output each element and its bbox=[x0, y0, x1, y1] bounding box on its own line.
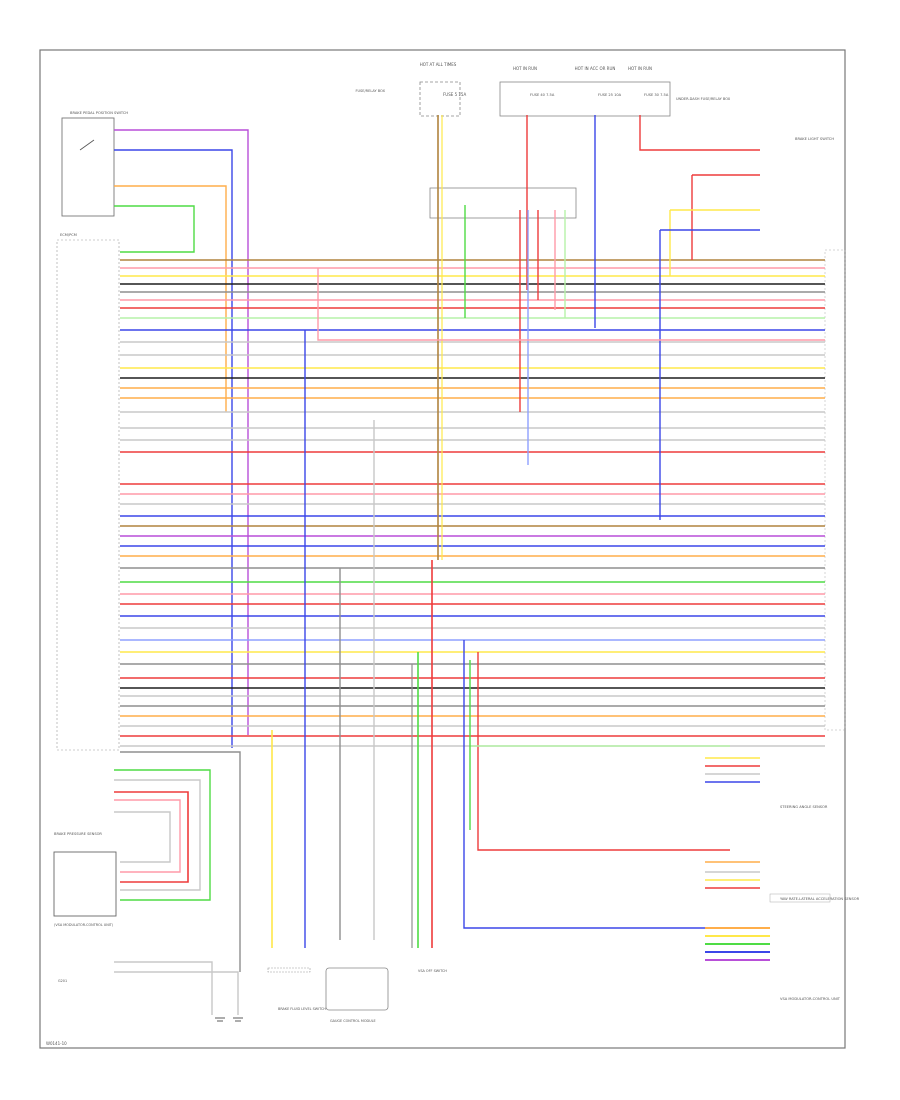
wire-74 bbox=[477, 652, 730, 851]
wire-91 bbox=[114, 769, 211, 901]
wire-75 bbox=[463, 640, 730, 929]
bottom-sensors: BRAKE FLUID LEVEL SWITCH GAUGE CONTROL M… bbox=[267, 967, 447, 1023]
steering-sensor-label: STEERING ANGLE SENSOR bbox=[780, 805, 828, 809]
fuse-right-hot-label-1: HOT IN RUN bbox=[513, 66, 537, 71]
yaw-sensor-label: YAW RATE-LATERAL ACCELERATION SENSOR bbox=[780, 897, 860, 901]
footer-code: W0141-10 bbox=[46, 1041, 67, 1046]
yaw-sensor-box bbox=[769, 893, 831, 903]
left-bottom-box-label: BRAKE PRESSURE SENSOR bbox=[54, 832, 102, 836]
wire-96 bbox=[114, 961, 213, 1015]
wire-67 bbox=[317, 268, 825, 341]
wire-95 bbox=[114, 811, 171, 863]
diagram-border bbox=[39, 49, 846, 1049]
bottom-sensor-1-label: BRAKE FLUID LEVEL SWITCH bbox=[278, 1007, 326, 1011]
ground-symbols bbox=[215, 1017, 243, 1022]
fuse-left-desc: FUSE/RELAY BOX bbox=[355, 89, 385, 93]
wire-2 bbox=[114, 149, 233, 748]
fuse-left-hot-label: HOT AT ALL TIMES bbox=[420, 62, 457, 67]
fuse-box-left: HOT AT ALL TIMES FUSE 5 15A FUSE/RELAY B… bbox=[355, 62, 466, 117]
ecu-label: ECM/PCM bbox=[60, 233, 77, 237]
ecu-connector-strip bbox=[56, 239, 120, 751]
vsa-module-label: VSA MODULATOR-CONTROL UNIT bbox=[780, 997, 841, 1001]
joint-connector-box bbox=[429, 187, 577, 219]
wire-4 bbox=[114, 205, 195, 253]
fuse-right-hot-label-2: HOT IN ACC OR RUN bbox=[575, 66, 616, 71]
wire-group bbox=[114, 115, 825, 1015]
fuse-right-hot-label-3: HOT IN RUN bbox=[628, 66, 652, 71]
fuse-right-label-2: FUSE 25 10A bbox=[598, 93, 622, 97]
wire-53 bbox=[639, 115, 760, 151]
wire-97 bbox=[114, 971, 239, 1015]
wire-93 bbox=[114, 791, 189, 883]
left-bottom-box: BRAKE PRESSURE SENSOR (VSA MODULATOR-CON… bbox=[53, 832, 117, 983]
bottom-sensor-3-label: VSA OFF SWITCH bbox=[418, 969, 447, 973]
right-pin-strip bbox=[824, 249, 846, 731]
fuse-right-label-1: FUSE 40 7.5A bbox=[530, 93, 555, 97]
left-ground-label: G201 bbox=[58, 979, 67, 983]
left-top-switch: BRAKE PEDAL POSITION SWITCH bbox=[61, 111, 128, 217]
left-switch-label: BRAKE PEDAL POSITION SWITCH bbox=[70, 111, 128, 115]
bottom-sensor-2-label: GAUGE CONTROL MODULE bbox=[330, 1019, 376, 1023]
fuse-right-desc: UNDER-DASH FUSE/RELAY BOX bbox=[676, 97, 731, 101]
wire-1 bbox=[114, 129, 249, 735]
wire-92 bbox=[114, 779, 201, 891]
fuse-box-right: HOT IN RUN HOT IN ACC OR RUN HOT IN RUN … bbox=[499, 66, 731, 117]
wire-98 bbox=[120, 751, 241, 972]
wire-94 bbox=[114, 799, 181, 873]
right-switch-label: BRAKE LIGHT SWITCH bbox=[795, 137, 834, 141]
fuse-left-label: FUSE 5 15A bbox=[443, 92, 466, 97]
wire-3 bbox=[114, 185, 227, 412]
fuse-right-label-3: FUSE 30 7.5A bbox=[644, 93, 669, 97]
left-bottom-box-desc: (VSA MODULATOR-CONTROL UNIT) bbox=[54, 923, 114, 927]
